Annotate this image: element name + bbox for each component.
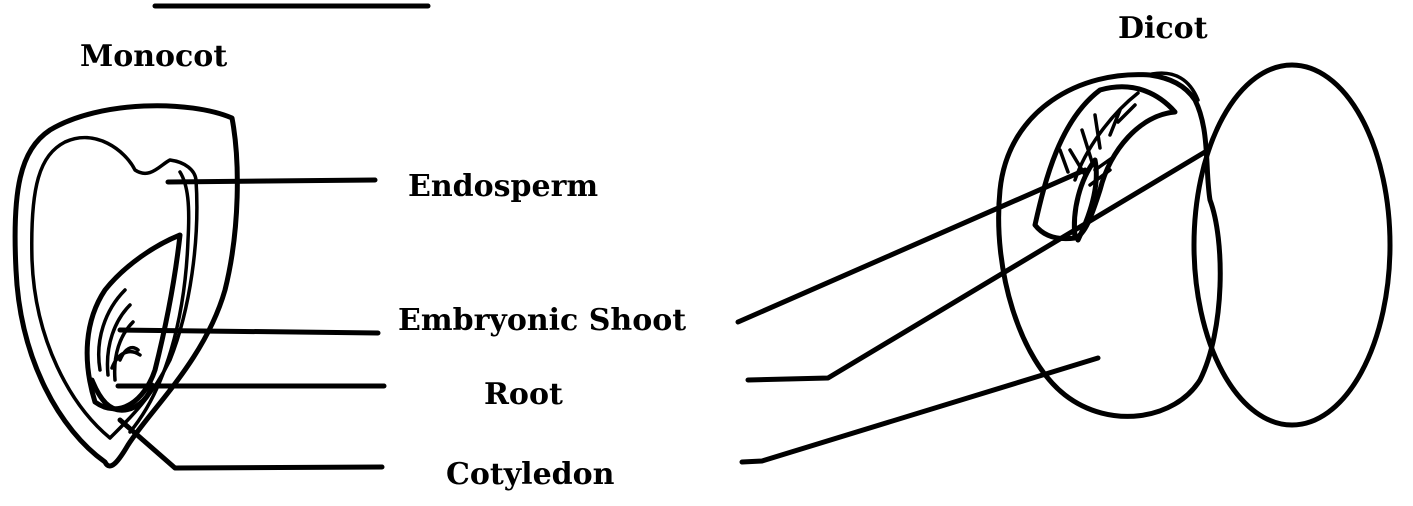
dicot-leader-cotyledon [739,355,1101,465]
dicot-cotyledon-right [1191,62,1393,428]
dicot-leader-root [745,149,1208,383]
dicot-seed [996,62,1393,428]
title-dicot: Dicot [1118,11,1208,46]
dicot-leader-embryonic-shoot [735,167,1088,325]
dicot-embryonic-leaves [1058,91,1140,187]
dicot-leader-lines [735,149,1208,465]
monocot-seed-coat-inner [30,135,199,440]
leader-cotyledon [117,417,385,471]
dicot-seed-fold [1150,71,1200,102]
dicot-radicle [1071,157,1099,243]
monocot-endosperm-boundary [128,170,191,434]
label-endosperm: Endosperm [408,169,599,204]
leader-endosperm [165,177,378,185]
monocot-embryo-outline [84,232,183,412]
label-root: Root [484,377,563,412]
leader-embryonic-shoot [117,327,381,336]
monocot-embryo-shoot-lines [97,288,142,382]
title-monocot: Monocot [80,39,228,74]
monocot-seed [12,103,240,469]
dicot-cotyledon-left [996,72,1223,419]
monocot-leader-lines [115,177,387,471]
label-embryonic-shoot: Embryonic Shoot [398,303,687,338]
monocot-root-tip [89,377,155,413]
monocot-seed-coat-outer [12,103,240,469]
label-cotyledon: Cotyledon [446,457,615,492]
